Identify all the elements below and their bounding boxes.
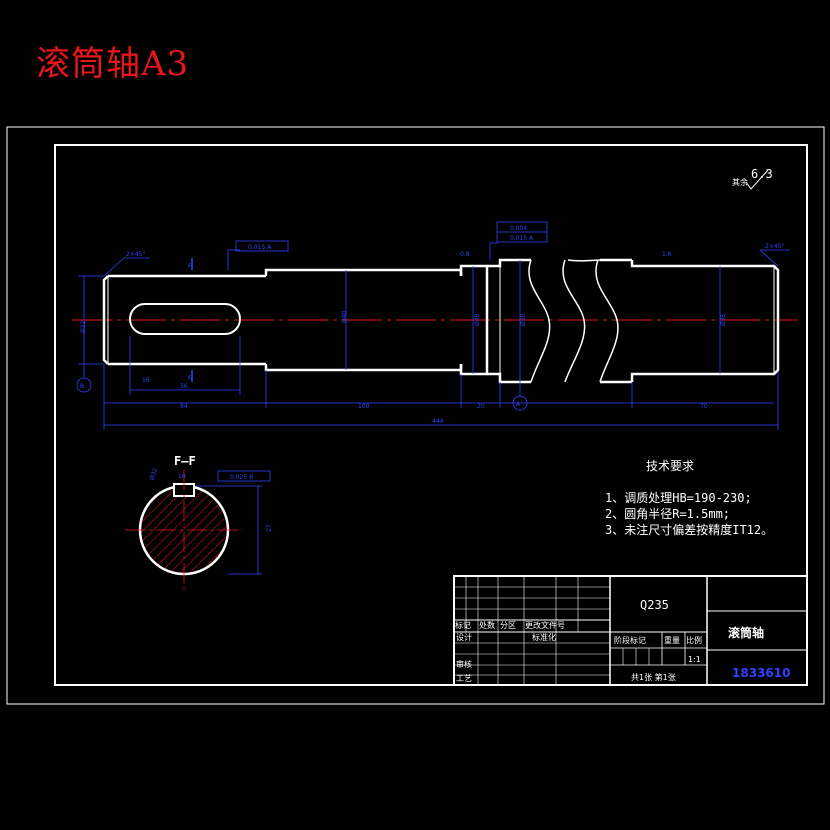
chamfer-left: 2×45°: [126, 251, 145, 258]
dim-d-right: Ø35: [720, 313, 727, 326]
tolerance-frame-main: [235, 240, 289, 252]
tech-req-heading: 技术要求: [646, 459, 694, 473]
shaft-outline: [102, 258, 780, 384]
tb-weight: 重量: [664, 635, 680, 645]
roughness-mark-2: 1.6: [662, 251, 672, 258]
datum-b-label: B: [80, 383, 84, 390]
cut-mark-bottom-label: F: [188, 375, 192, 382]
tb-ratio: 比例: [686, 635, 702, 645]
chamfer-right: 2×45°: [765, 243, 784, 250]
datum-a-label: A: [516, 401, 521, 408]
roughness-default-symbol: 其余 6.3: [732, 167, 773, 190]
tb-row-zone: 分区: [500, 621, 516, 630]
dim-len-total: 444: [432, 418, 444, 425]
tb-process: 工艺: [456, 674, 472, 683]
page-title: 滚筒轴A3: [36, 44, 190, 84]
dim-len-2: 100: [358, 403, 370, 410]
tb-stage-mark: 阶段标记: [614, 635, 646, 645]
dim-key-len: 56: [180, 383, 188, 390]
roughness-mark-1: 0.8: [460, 251, 470, 258]
section-cut-mark-bottom: F: [188, 370, 193, 382]
inner-frame: [54, 144, 808, 686]
tb-standardize: 标准化: [532, 632, 556, 642]
dim-len-4: 70: [700, 403, 708, 410]
section-view: 0.025 B 27 Ø32 10: [125, 467, 273, 590]
tb-sheets: 共1张 第1张: [631, 672, 676, 682]
tb-scale: 1:1: [688, 655, 701, 664]
tb-check: 审核: [456, 659, 472, 669]
tol-runout-main: 0.015 A: [248, 244, 272, 251]
tb-drawing-no: 1833610: [732, 666, 790, 680]
section-key-width: 10: [178, 473, 186, 480]
title-block: [453, 575, 808, 686]
tech-req-3: 3、未注尺寸偏差按精度IT12。: [605, 522, 773, 537]
section-label: F—F: [174, 454, 196, 468]
dimension-lines: [78, 242, 790, 430]
tol-collar-1: 0.004: [510, 225, 527, 232]
tb-row-count: 处数: [479, 620, 495, 630]
dim-len-1: 84: [180, 403, 188, 410]
dim-d-left: Ø32: [80, 320, 87, 333]
datum-b-symbol: B: [76, 364, 92, 393]
tb-design: 设计: [456, 632, 472, 642]
tb-row-mark: 标记: [455, 620, 471, 630]
tol-key-sym: 0.025 B: [230, 474, 253, 481]
section-cut-mark-top: F: [188, 258, 193, 270]
dim-d-collar: Ø48: [474, 313, 481, 326]
tol-collar-2: 0.015 A: [510, 235, 534, 242]
section-dia: Ø32: [148, 467, 159, 481]
roughness-value: 6.3: [751, 167, 773, 181]
tech-req-1: 1、调质处理HB=190-230;: [605, 491, 752, 505]
tb-row-doc: 更改文件号: [525, 620, 565, 630]
cut-mark-top-label: F: [188, 263, 192, 270]
dim-d-main: Ø40: [341, 310, 348, 323]
dim-len-3: 20: [477, 403, 485, 410]
roughness-label: 其余: [732, 177, 748, 187]
datum-a-symbol: A: [512, 382, 528, 411]
dim-d-drum: Ø50: [520, 313, 527, 326]
keyway-slot: [129, 303, 241, 335]
outer-frame: [6, 126, 825, 705]
tb-part-name: 滚筒轴: [728, 625, 764, 640]
tb-material: Q235: [640, 598, 669, 612]
dim-key-width: 16: [142, 377, 150, 384]
section-depth: 27: [266, 524, 273, 532]
tech-req-2: 2、圆角半径R=1.5mm;: [605, 507, 730, 521]
